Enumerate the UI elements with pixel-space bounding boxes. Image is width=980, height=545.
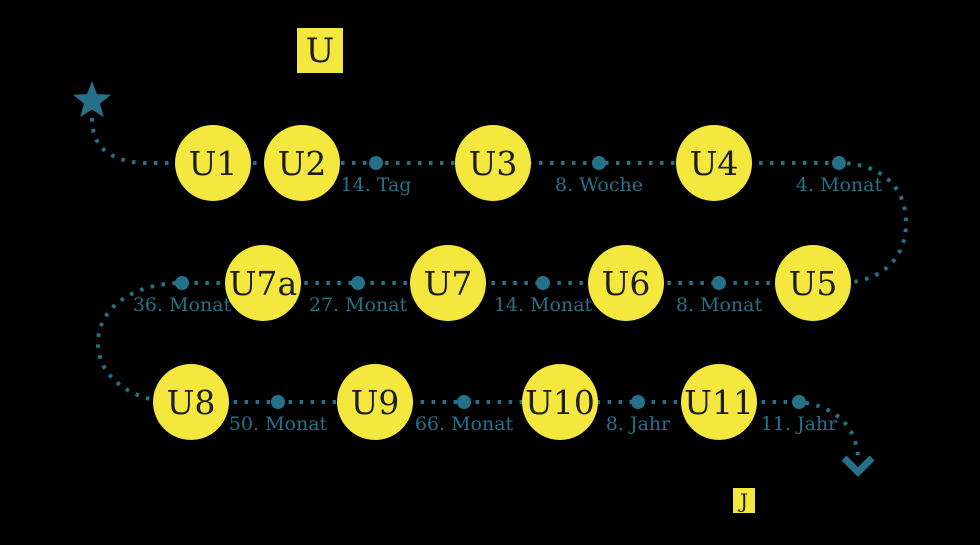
milestone-label: 11. Jahr <box>760 413 838 435</box>
checkup-label: U2 <box>277 143 327 183</box>
checkup-label: U11 <box>684 382 754 422</box>
checkup-node-u5: U5 <box>775 245 851 321</box>
milestone-label: 66. Monat <box>414 413 514 435</box>
milestone-dot <box>351 276 365 290</box>
checkup-label: U9 <box>350 382 400 422</box>
milestone-dot <box>536 276 550 290</box>
title-badge-u: U <box>297 28 343 73</box>
checkup-label: U7 <box>423 263 473 303</box>
checkup-node-u7: U7 <box>410 245 486 321</box>
checkup-node-u3: U3 <box>455 125 531 201</box>
checkup-node-u4: U4 <box>676 125 752 201</box>
milestone-label: 50. Monat <box>228 413 328 435</box>
milestone-dot <box>792 395 806 409</box>
checkup-label: U8 <box>166 382 216 422</box>
checkup-node-u7a: U7a <box>225 245 301 321</box>
checkup-label: U7a <box>228 263 298 303</box>
checkup-label: U4 <box>689 143 739 183</box>
milestone-label: 36. Monat <box>132 294 232 316</box>
milestone-dot <box>175 276 189 290</box>
milestone-dot <box>631 395 645 409</box>
milestone-dot <box>271 395 285 409</box>
checkup-node-u2: U2 <box>264 125 340 201</box>
milestone-label: 27. Monat <box>308 294 408 316</box>
end-badge-j: J <box>733 488 755 513</box>
milestone-label: 4. Monat <box>795 174 883 196</box>
route-dotted-path <box>90 117 909 459</box>
milestone-dot <box>457 395 471 409</box>
milestone-label: 8. Jahr <box>605 413 671 435</box>
milestone-label: 8. Monat <box>675 294 763 316</box>
milestone-dot <box>712 276 726 290</box>
milestone-label: 8. Woche <box>555 174 643 196</box>
checkup-node-u11: U11 <box>681 364 757 440</box>
checkup-node-u1: U1 <box>175 125 251 201</box>
checkup-label: U5 <box>788 263 838 303</box>
checkup-label: U10 <box>525 382 595 422</box>
checkup-node-u10: U10 <box>522 364 598 440</box>
milestone-dot <box>369 156 383 170</box>
checkup-label: U1 <box>188 143 238 183</box>
checkup-label: U3 <box>468 143 518 183</box>
milestone-dot <box>592 156 606 170</box>
checkup-node-u8: U8 <box>153 364 229 440</box>
end-arrow-icon <box>841 455 875 477</box>
milestone-label: 14. Tag <box>340 174 412 196</box>
start-star-icon <box>73 81 111 118</box>
milestone-dot <box>832 156 846 170</box>
checkup-label: U6 <box>601 263 651 303</box>
milestone-label: 14. Monat <box>493 294 593 316</box>
checkup-node-u6: U6 <box>588 245 664 321</box>
checkup-node-u9: U9 <box>337 364 413 440</box>
